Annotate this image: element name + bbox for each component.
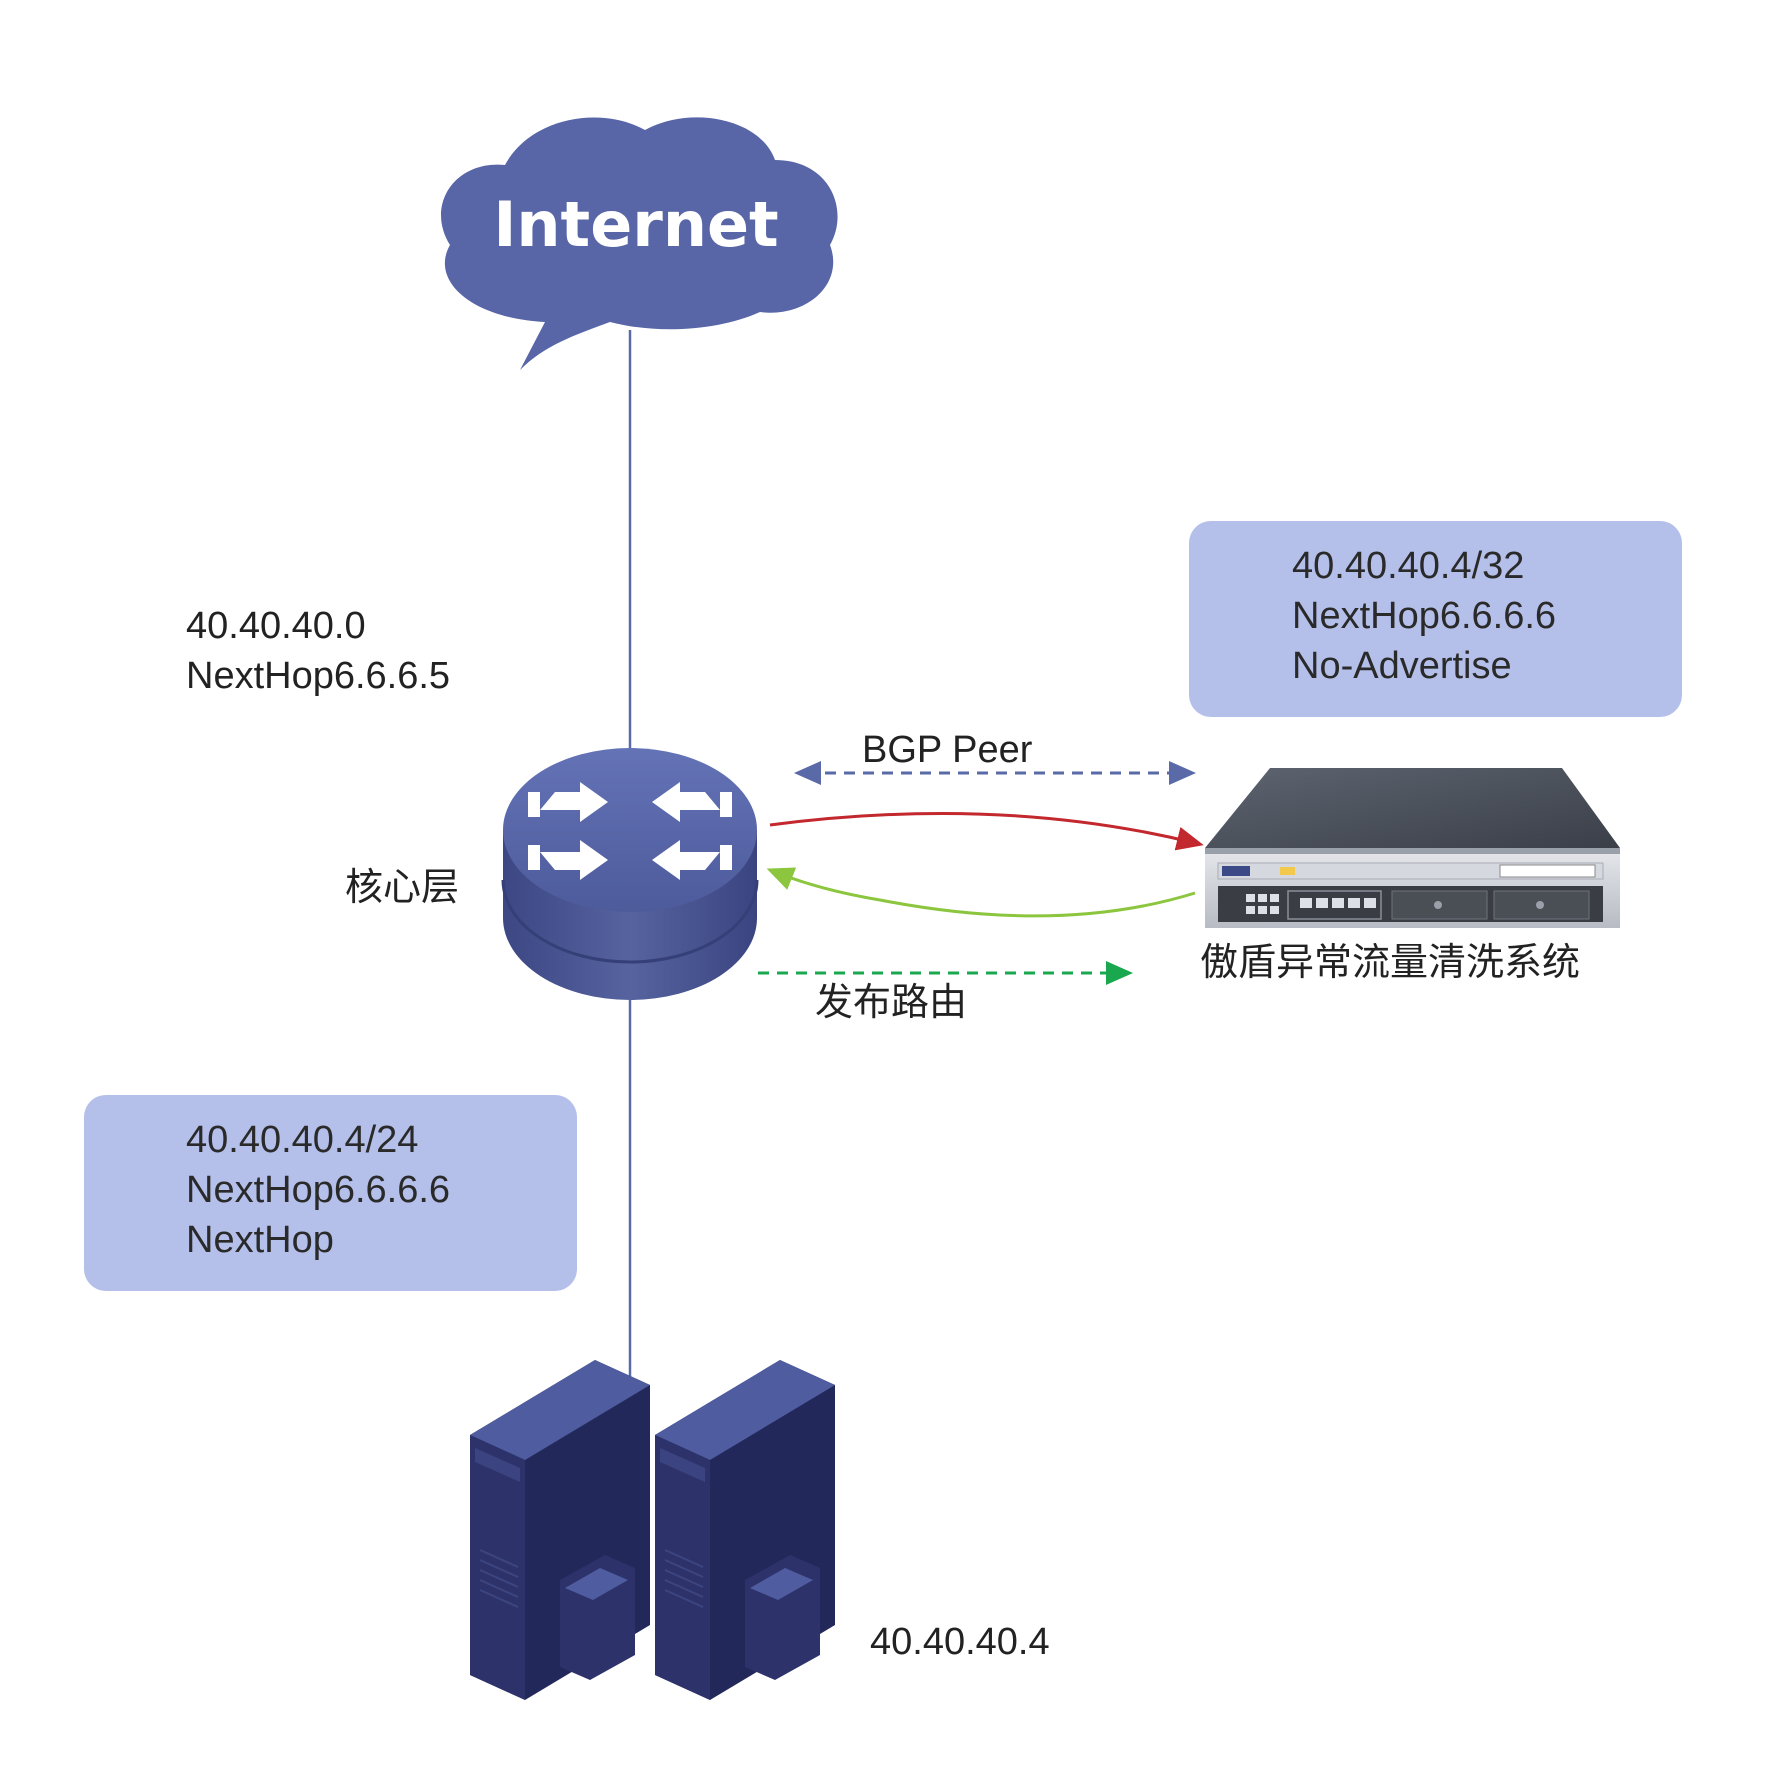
- cleaning-appliance-icon: [1205, 768, 1620, 928]
- internet-cloud-icon: Internet: [441, 117, 838, 371]
- bgp-peer-label: BGP Peer: [862, 729, 1033, 771]
- publish-route-label: 发布路由: [815, 980, 968, 1024]
- return-traffic-arrow: [766, 867, 1196, 918]
- core-route-info: 40.40.40.0 NextHop6.6.6.5: [186, 601, 450, 701]
- cleaning-route-line-1: 40.40.40.4/32: [1292, 545, 1525, 587]
- host-route-line-1: 40.40.40.4/24: [186, 1119, 419, 1161]
- divert-traffic-arrow: [769, 811, 1204, 851]
- cleaning-route-line-2: NextHop6.6.6.6: [1292, 595, 1557, 637]
- cleaning-route-box: 40.40.40.4/32 NextHop6.6.6.6 No-Advertis…: [1189, 521, 1682, 717]
- cleaning-system-label: 傲盾异常流量清洗系统: [1200, 940, 1581, 984]
- cleaning-route-line-3: No-Advertise: [1292, 645, 1512, 687]
- core-layer-label: 核心层: [345, 865, 460, 909]
- core-route-line-1: 40.40.40.0: [186, 605, 366, 647]
- core-router-icon: [501, 748, 759, 1000]
- host-route-line-3: NextHop: [186, 1219, 334, 1261]
- core-route-line-2: NextHop6.6.6.5: [186, 655, 451, 697]
- server-ip-label: 40.40.40.4: [870, 1621, 1050, 1663]
- internet-label: Internet: [493, 188, 778, 261]
- host-route-line-2: NextHop6.6.6.6: [186, 1169, 451, 1211]
- host-route-box: 40.40.40.4/24 NextHop6.6.6.6 NextHop: [84, 1095, 577, 1291]
- server-icon: [470, 1360, 835, 1700]
